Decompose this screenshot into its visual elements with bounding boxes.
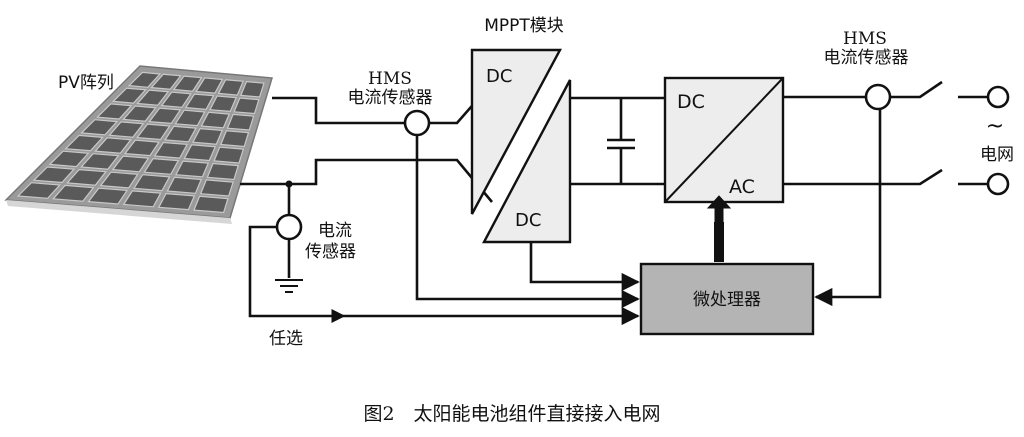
pv-cell xyxy=(174,160,210,178)
pv-cell xyxy=(191,127,224,145)
pv-cell xyxy=(122,105,157,122)
pv-cell xyxy=(183,144,217,162)
mppt-module xyxy=(470,48,572,244)
pv-cell xyxy=(132,174,171,192)
hms-sensor-2-label-line2: 电流传感器 xyxy=(824,48,909,68)
pv-cell xyxy=(66,168,107,186)
ac-tilde-symbol: ~ xyxy=(986,114,1004,139)
pv-cell xyxy=(209,95,237,113)
optional-label: 任选 xyxy=(269,329,303,349)
pv-cell xyxy=(52,184,95,202)
pv-cell xyxy=(153,141,189,159)
pv-cell xyxy=(193,195,229,214)
pv-cell xyxy=(157,192,196,211)
pv-cell xyxy=(219,130,250,148)
pv-cell xyxy=(226,113,255,131)
hms-current-sensor-1 xyxy=(403,109,431,137)
pv-cell xyxy=(123,139,160,157)
pv-cell xyxy=(174,109,206,127)
pv-cell xyxy=(148,107,182,125)
pv-cell xyxy=(200,111,231,129)
inverter-dc-label: DC xyxy=(677,91,705,113)
pv-cell xyxy=(80,119,119,136)
pv-cells xyxy=(16,71,265,214)
pv-array-label: PV阵列 xyxy=(58,73,114,93)
mppt-dc-top-label: DC xyxy=(486,66,512,87)
mppt-title: MPPT模块 xyxy=(484,16,564,36)
grid-label: 电网 xyxy=(980,145,1014,165)
pv-cell xyxy=(108,121,145,138)
pv-cell xyxy=(213,146,245,164)
pv-cell xyxy=(111,155,150,173)
figure-caption: 图2 太阳能电池组件直接接入电网 xyxy=(363,403,660,425)
pv-cell xyxy=(136,89,170,106)
pv-panel-icon xyxy=(4,65,273,224)
pv-cell xyxy=(16,182,61,199)
pv-cell xyxy=(164,125,197,143)
pv-cell xyxy=(143,157,180,175)
pv-cell xyxy=(206,162,239,181)
pv-cell xyxy=(64,134,104,152)
pv-cell xyxy=(48,150,90,168)
pv-cell xyxy=(80,153,120,170)
inverter-box xyxy=(663,76,785,204)
pv-cell xyxy=(32,166,76,184)
sensor-label-line1: 电流 xyxy=(318,221,352,241)
pv-cell xyxy=(199,179,234,197)
hms-current-sensor-2 xyxy=(864,83,892,111)
control-arrow-icon xyxy=(706,195,732,262)
hms-sensor-2-label-line1: HMS xyxy=(843,29,887,49)
microprocessor-label: 微处理器 xyxy=(693,290,761,310)
dc-bus xyxy=(570,96,665,186)
pv-cell xyxy=(87,187,129,205)
grid-terminal-top xyxy=(986,85,1010,109)
ac-wiring xyxy=(783,80,988,307)
pv-cell xyxy=(122,190,162,208)
pv-cell xyxy=(172,75,203,92)
pv-cell xyxy=(239,80,265,98)
pv-cell xyxy=(111,87,147,104)
pv-cell xyxy=(195,77,224,94)
grid-terminal-bottom xyxy=(986,172,1010,196)
pv-cell xyxy=(94,137,132,154)
pv-cell xyxy=(136,123,171,141)
pv-cell xyxy=(127,71,162,88)
hms-sensor-1-label-line2: 电流传感器 xyxy=(348,88,433,108)
inverter-ac-label: AC xyxy=(729,176,755,198)
pv-cell xyxy=(160,91,192,108)
signal-lines xyxy=(248,135,640,326)
microprocessor-box xyxy=(639,262,815,336)
sensor-label-line2: 传感器 xyxy=(305,242,356,262)
pv-cell xyxy=(233,97,260,115)
mppt-dc-bottom-label: DC xyxy=(515,210,541,231)
pv-cell xyxy=(166,176,203,194)
pv-cell xyxy=(217,79,244,96)
pv-cell xyxy=(99,171,139,189)
pv-cell xyxy=(96,103,133,120)
hms-sensor-1-label-line1: HMS xyxy=(368,69,412,89)
dc-wiring xyxy=(240,82,493,293)
pv-cell xyxy=(184,93,215,111)
pv-cell xyxy=(150,73,182,90)
current-sensor-ground xyxy=(275,213,303,241)
